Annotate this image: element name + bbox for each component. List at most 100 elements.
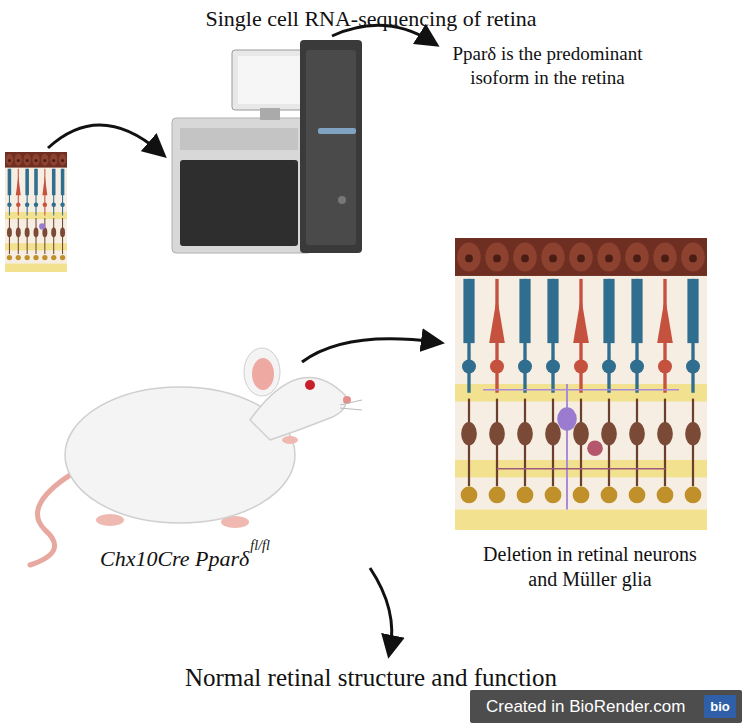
fiber-layer — [5, 264, 67, 272]
flow-arrow — [302, 339, 436, 362]
mouse-eye — [305, 380, 315, 390]
rpe-cell — [457, 242, 481, 271]
bipolar-cell — [573, 422, 589, 445]
rod-segment — [61, 169, 65, 195]
retina-ground — [455, 238, 707, 530]
mouse-ear-inner — [252, 358, 274, 390]
rod-segment — [519, 279, 530, 343]
rpe-nucleus — [633, 255, 641, 263]
rpe-cell — [41, 154, 48, 166]
rpe-nucleus — [465, 255, 473, 263]
rpe-nucleus — [35, 159, 38, 162]
ganglion-cell — [685, 487, 702, 504]
genotype-superscript: fl/fl — [250, 538, 269, 554]
rod-segment — [463, 279, 474, 343]
flow-arrow — [370, 568, 392, 650]
ganglion-cell — [657, 487, 674, 504]
rpe-cell — [597, 242, 621, 271]
rpe-cell — [541, 242, 565, 271]
rpe-cell — [50, 154, 57, 166]
rod-segment — [8, 169, 12, 195]
rod-segment — [687, 279, 698, 343]
ganglion-cell — [461, 487, 478, 504]
fiber-layer — [455, 510, 707, 530]
mouse-tail — [30, 470, 78, 565]
rpe-layer — [5, 152, 67, 168]
deletion-text: Deletion in retinal neurons and Müller g… — [475, 542, 705, 592]
flow-arrow — [48, 125, 160, 152]
rpe-cell — [625, 242, 649, 271]
bipolar-cell — [545, 422, 561, 445]
ganglion-cell — [545, 487, 562, 504]
ganglion-cell — [51, 255, 56, 260]
bipolar-cell — [16, 228, 21, 238]
bipolar-cell — [34, 228, 39, 238]
photoreceptor-nucleus — [462, 359, 476, 373]
rpe-cell — [6, 154, 13, 166]
rpe-cell — [485, 242, 509, 271]
rod-segment — [603, 279, 614, 343]
ganglion-cell — [629, 487, 646, 504]
sequencer-tower — [300, 40, 362, 253]
rpe-cell — [681, 242, 705, 271]
sequencer-button — [338, 196, 346, 204]
photoreceptor-nucleus — [546, 359, 560, 373]
mouse-foot — [96, 514, 124, 526]
photoreceptor-nucleus — [60, 203, 64, 207]
genotype-text: Chx10Cre Pparδ — [100, 546, 249, 572]
credit-logo: bio — [704, 695, 736, 718]
ganglion-cell — [33, 255, 38, 260]
cone-segment — [489, 296, 505, 343]
cone-segment — [573, 296, 589, 343]
photoreceptor-nucleus — [686, 359, 700, 373]
retina-ground — [5, 152, 67, 272]
photoreceptor-nucleus — [16, 203, 20, 207]
rpe-cell — [569, 242, 593, 271]
photoreceptor-nucleus — [574, 359, 588, 373]
ganglion-cell — [7, 255, 12, 260]
sequencer-body — [172, 118, 312, 253]
muller-glia — [39, 223, 45, 229]
photoreceptor-nucleus — [490, 359, 504, 373]
rpe-nucleus — [689, 255, 697, 263]
rpe-cell — [59, 154, 66, 166]
ganglion-cell — [16, 255, 21, 260]
rod-segment — [547, 279, 558, 343]
finding-text: Pparδ is the predominant isoform in the … — [440, 42, 655, 90]
cone-segment — [657, 296, 673, 343]
rpe-cell — [23, 154, 30, 166]
sequencer-front — [180, 160, 298, 246]
rpe-nucleus — [26, 159, 29, 162]
bipolar-cell — [517, 422, 533, 445]
rpe-cell — [15, 154, 22, 166]
rod-segment — [25, 169, 29, 195]
mouse-illustration — [30, 348, 362, 565]
rpe-nucleus — [8, 159, 11, 162]
bipolar-cell — [461, 422, 477, 445]
rpe-cell — [513, 242, 537, 271]
photoreceptor-nucleus — [25, 203, 29, 207]
logo-text: bio — [710, 699, 730, 714]
rod-segment — [631, 279, 642, 343]
photoreceptor-nucleus — [34, 203, 38, 207]
photoreceptor-nucleus — [658, 359, 672, 373]
rpe-nucleus — [17, 159, 20, 162]
sequencer-lid — [180, 128, 298, 150]
title: Single cell RNA-sequencing of retina — [0, 6, 742, 32]
mouse-whiskers — [340, 400, 362, 410]
rpe-cell — [653, 242, 677, 271]
muller-glia — [566, 384, 568, 510]
bipolar-cell — [685, 422, 701, 445]
amacrine-process — [497, 468, 665, 470]
photoreceptor-nucleus — [630, 359, 644, 373]
photoreceptor-nucleus — [518, 359, 532, 373]
ganglion-cell — [489, 487, 506, 504]
photoreceptor-nucleus — [43, 203, 47, 207]
credit-badge: Created in BioRender.combio — [470, 690, 742, 723]
bipolar-cell — [7, 228, 12, 238]
rpe-layer — [455, 238, 707, 276]
bipolar-cell — [51, 228, 56, 238]
muller-glia — [557, 407, 577, 430]
